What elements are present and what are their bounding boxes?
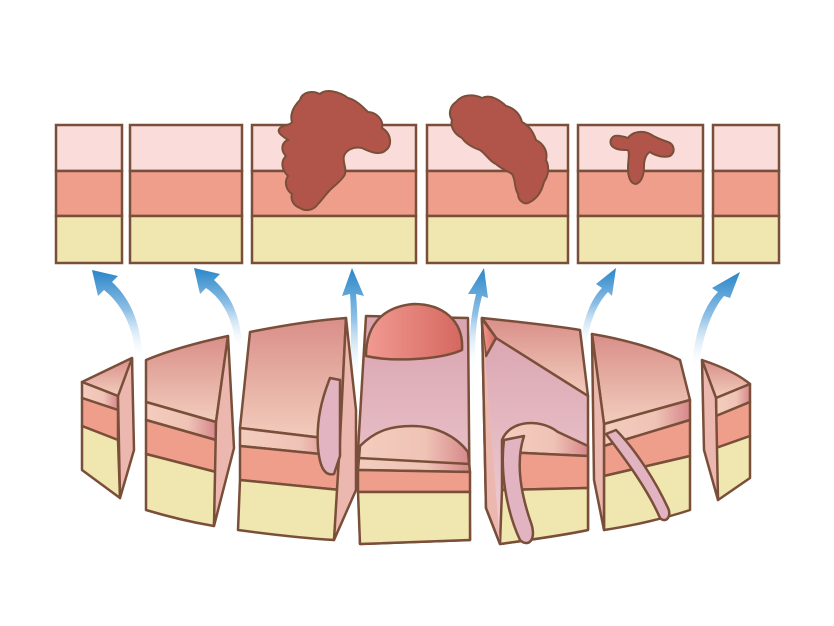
block-slice-7 (700, 358, 752, 502)
flat-section-2 (128, 123, 244, 265)
subcutis-layer (425, 214, 570, 265)
subcutis-layer (576, 214, 705, 265)
flat-sections (54, 90, 781, 265)
flat-section-6 (711, 123, 781, 265)
epidermis-layer (128, 123, 244, 173)
lesion-cut (316, 376, 342, 476)
arrow-icon (580, 268, 616, 350)
epidermis-layer (711, 123, 781, 173)
arrows (92, 268, 740, 380)
lesion-small (609, 130, 675, 186)
block-slice-3 (236, 316, 358, 542)
block-slice-2 (144, 334, 236, 528)
flat-section-5 (576, 123, 705, 265)
subcutis-layer (250, 214, 418, 265)
dermis-layer (54, 169, 124, 218)
block-slice-4 (356, 302, 472, 546)
nodule (364, 302, 464, 361)
subcutis-layer (128, 214, 244, 265)
dermis-layer (128, 169, 244, 218)
tissue-block (80, 302, 752, 546)
block-slice-1 (80, 356, 136, 500)
lesion-large (448, 94, 550, 205)
lesion-cut (604, 428, 671, 522)
lesion-cut (501, 434, 535, 545)
block-slice-5 (480, 316, 590, 546)
epidermis-layer (54, 123, 124, 173)
arrow-icon (468, 268, 488, 370)
subcutis-layer (711, 214, 781, 265)
arrow-icon (342, 268, 364, 380)
arrow-icon (194, 268, 242, 350)
arrow-icon (92, 270, 142, 360)
dermis-layer (711, 169, 781, 218)
block-slice-6 (590, 332, 692, 532)
lesion-large (277, 90, 392, 212)
flat-section-3 (250, 90, 418, 265)
flat-section-1 (54, 123, 124, 265)
arrow-icon (692, 272, 740, 370)
subcutis-layer (54, 214, 124, 265)
flat-section-4 (425, 94, 570, 265)
